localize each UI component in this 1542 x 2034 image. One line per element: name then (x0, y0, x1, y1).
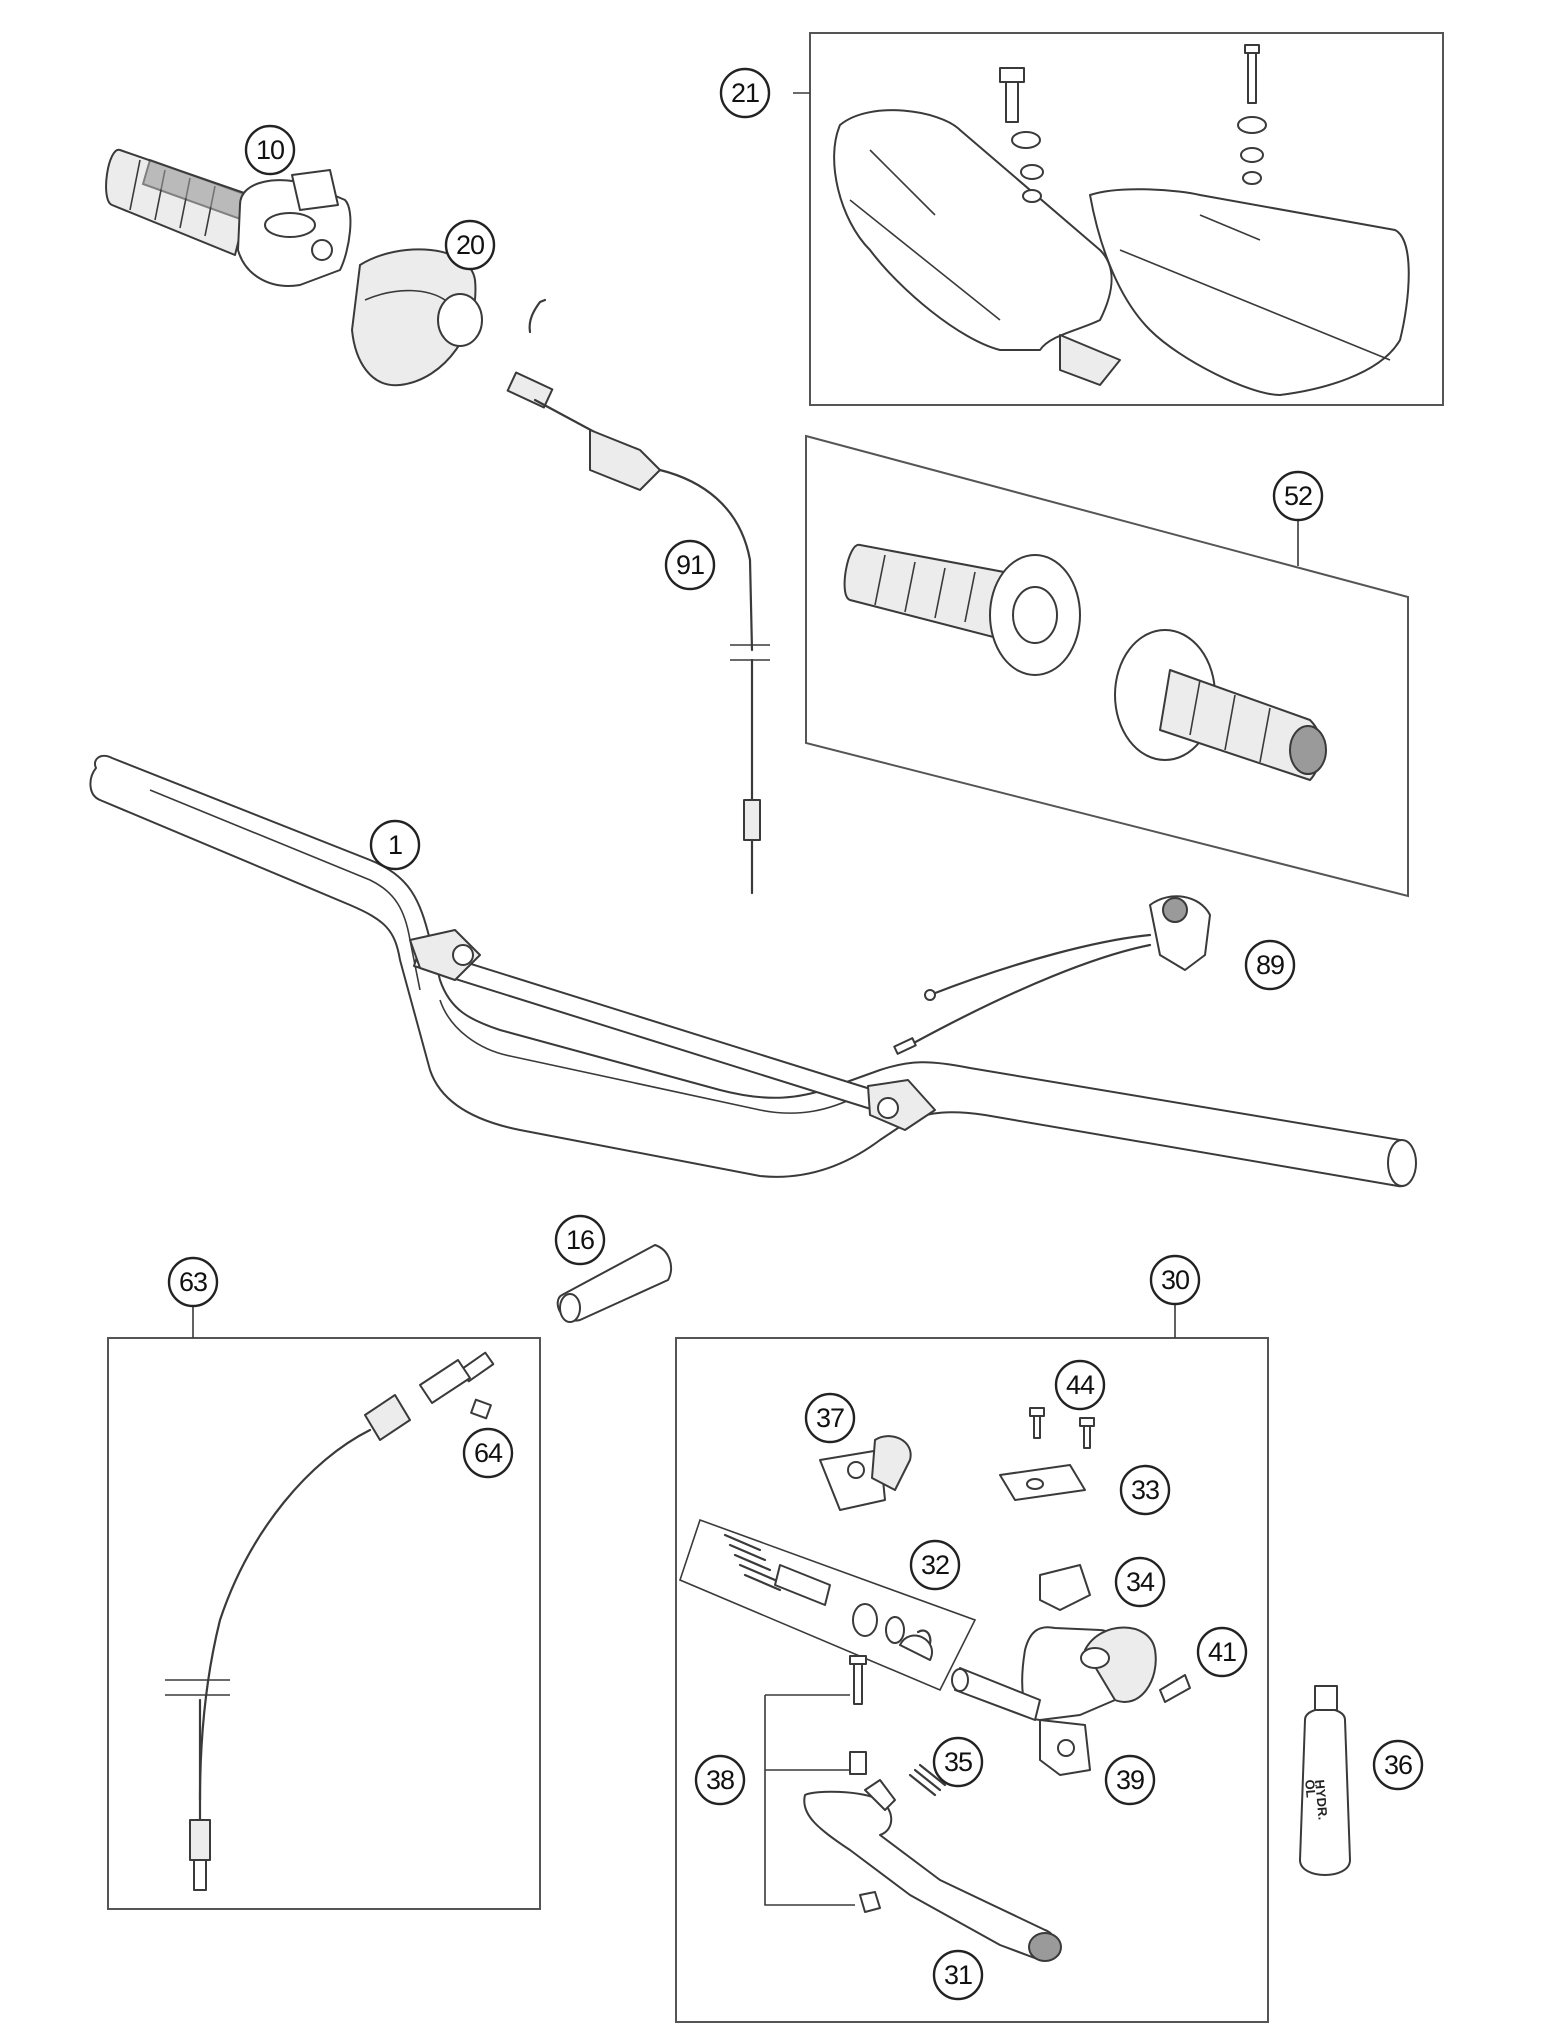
callout-52: 52 (1272, 470, 1324, 522)
reservoir-cover (999, 1464, 1086, 1501)
leader-lines (192, 92, 1299, 1338)
svg-text:32: 32 (921, 1550, 949, 1580)
svg-text:1: 1 (388, 830, 402, 860)
callout-34: 34 (1114, 1556, 1166, 1608)
svg-text:10: 10 (256, 135, 284, 165)
master-cylinder-piston-kit (679, 1518, 977, 1692)
reservoir-cover-screws (1029, 1407, 1095, 1449)
callout-30: 30 (1149, 1254, 1201, 1306)
bar-end-plug (556, 1244, 673, 1323)
callout-31: 31 (932, 1949, 984, 2001)
callout-37: 37 (804, 1392, 856, 1444)
callout-36: 36 (1372, 1739, 1424, 1791)
hydraulic-oil-bottle: HYDR. ÖL (1299, 1685, 1351, 1876)
svg-text:30: 30 (1161, 1265, 1189, 1295)
svg-text:41: 41 (1208, 1637, 1236, 1667)
svg-text:33: 33 (1131, 1475, 1159, 1505)
throttle-grip-assembly (105, 149, 352, 287)
svg-text:31: 31 (944, 1960, 972, 1990)
svg-text:89: 89 (1256, 950, 1284, 980)
clutch-cable (165, 1351, 495, 1891)
svg-text:21: 21 (731, 78, 759, 108)
handguard-kit-box (809, 32, 1444, 406)
callout-21: 21 (719, 67, 771, 119)
kill-switch (893, 895, 1211, 1055)
clutch-cable-nut (470, 1398, 492, 1420)
callout-32: 32 (909, 1539, 961, 1591)
svg-text:52: 52 (1284, 481, 1312, 511)
svg-text:91: 91 (676, 550, 704, 580)
callout-44: 44 (1054, 1359, 1106, 1411)
callout-39: 39 (1104, 1754, 1156, 1806)
callout-91: 91 (664, 539, 716, 591)
callout-38: 38 (694, 1754, 746, 1806)
svg-text:38: 38 (706, 1765, 734, 1795)
lever-spring (908, 1763, 947, 1797)
master-cylinder-body (951, 1626, 1191, 1776)
throttle-cable (506, 298, 770, 895)
svg-text:34: 34 (1126, 1567, 1155, 1597)
svg-text:44: 44 (1066, 1370, 1095, 1400)
svg-text:35: 35 (944, 1747, 972, 1777)
clutch-cable-kit-box (107, 1337, 541, 1910)
handguard-right (1089, 188, 1410, 396)
callout-41: 41 (1196, 1626, 1248, 1678)
svg-text:37: 37 (816, 1403, 844, 1433)
callout-10: 10 (244, 124, 296, 176)
svg-text:16: 16 (566, 1225, 594, 1255)
clutch-lever (803, 1779, 1062, 1962)
callout-89: 89 (1244, 939, 1296, 991)
callout-63: 63 (167, 1256, 219, 1308)
svg-text:20: 20 (456, 230, 484, 260)
grip-set (843, 543, 1327, 781)
callout-1: 1 (369, 819, 421, 871)
bottle-label-line2: ÖL (1302, 1779, 1319, 1798)
callout-16: 16 (554, 1214, 606, 1266)
handlebar (89, 754, 1417, 1188)
svg-text:36: 36 (1384, 1750, 1412, 1780)
lever-pivot-hardware (764, 1655, 881, 1913)
throttle-housing-cover (351, 248, 483, 387)
svg-text:64: 64 (474, 1438, 503, 1468)
reservoir-membrane (1039, 1564, 1091, 1611)
handguard-hardware (999, 44, 1267, 203)
lever-clamp (819, 1435, 912, 1511)
handguard-left (833, 109, 1121, 386)
bottle-label-line1: HYDR. (1312, 1779, 1330, 1821)
callout-64: 64 (462, 1427, 514, 1479)
grip-set-kit-box (805, 434, 1409, 898)
callout-33: 33 (1119, 1464, 1171, 1516)
svg-text:39: 39 (1116, 1765, 1144, 1795)
callout-35: 35 (932, 1736, 984, 1788)
callout-20: 20 (444, 219, 496, 271)
svg-text:63: 63 (179, 1267, 207, 1297)
clutch-master-kit-box (675, 1337, 1269, 2023)
